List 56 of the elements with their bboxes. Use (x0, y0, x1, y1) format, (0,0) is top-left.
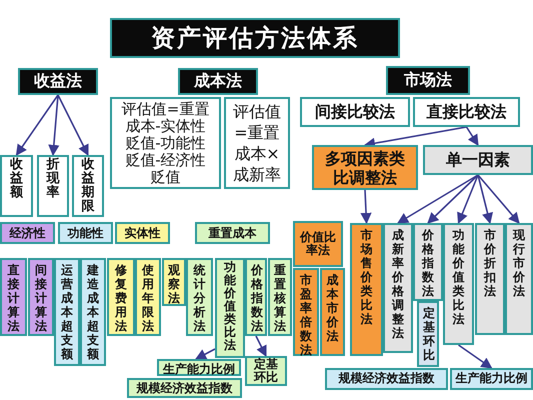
method-box: 单一因素 (423, 145, 533, 175)
method-box: 规模经济效益指数 (325, 368, 448, 390)
method-column: 成新率价格调整法 (383, 223, 413, 353)
arrow (477, 174, 520, 224)
arrow (427, 174, 479, 224)
method-box: 市场法 (386, 66, 470, 95)
category-box: 经济性 (0, 222, 55, 244)
method-box: 价值比率法 (293, 221, 343, 267)
arrow (48, 94, 60, 156)
method-column: 价格指数法 (413, 223, 443, 301)
method-box: 生产能力比例 (450, 368, 533, 390)
method-column: 修复费用法 (107, 258, 135, 336)
method-box: 间接比较法 (300, 97, 410, 127)
method-box: 成本法 (178, 68, 258, 95)
method-box: 规模经济效益指数 (127, 378, 242, 398)
method-column: 观察法 (162, 258, 186, 306)
method-column: 市盈率倍数法 (293, 268, 319, 356)
method-column: 市价折扣法 (475, 223, 505, 335)
method-column: 使用年限法 (135, 258, 161, 336)
method-column: 价格指数法 (245, 258, 267, 336)
method-column: 成本市价法 (320, 268, 345, 356)
method-column: 运营成本超支额 (54, 258, 80, 366)
method-box: 生产能力比例 (157, 359, 241, 376)
method-column: 定基环比 (417, 301, 439, 367)
method-column: 间接计算法 (28, 258, 54, 336)
factor-column: 收益期限 (72, 155, 104, 217)
category-box: 功能性 (58, 222, 113, 244)
arrow (457, 174, 479, 224)
arrow (195, 348, 216, 360)
arrow (458, 344, 492, 369)
method-box: 定基环比 (245, 356, 287, 386)
method-column: 重置核算法 (268, 258, 292, 336)
factor-column: 折现率 (37, 155, 69, 217)
method-column: 功能价值类比法 (443, 223, 474, 345)
method-column: 直接计算法 (0, 258, 27, 336)
arrow (16, 94, 59, 156)
arrow (360, 190, 372, 224)
arrow (397, 174, 478, 224)
arrow (477, 174, 493, 224)
method-column: 建造成本超支额 (80, 258, 106, 366)
category-box: 实体性 (115, 222, 170, 244)
method-box: 收益法 (18, 68, 98, 95)
method-box: 直接比较法 (413, 97, 520, 127)
method-column: 现行市价法 (505, 223, 533, 335)
formula-box: 评估值=重置成本×成新率 (224, 97, 290, 189)
arrow (255, 336, 267, 357)
method-box: 多项因素类比调整法 (312, 145, 418, 190)
factor-column: 收益额 (0, 155, 33, 217)
method-column: 市场售价类比法 (350, 223, 383, 356)
category-box: 重置成本 (195, 222, 270, 244)
arrow (466, 126, 479, 146)
method-column: 功能价值类比法 (215, 258, 245, 358)
arrow (57, 94, 89, 156)
title-banner: 资产评估方法体系 (110, 18, 400, 58)
method-column: 统计分析法 (186, 258, 213, 336)
formula-box: 评估值=重置成本-实体性贬值-功能性贬值-经济性贬值 (110, 97, 221, 189)
